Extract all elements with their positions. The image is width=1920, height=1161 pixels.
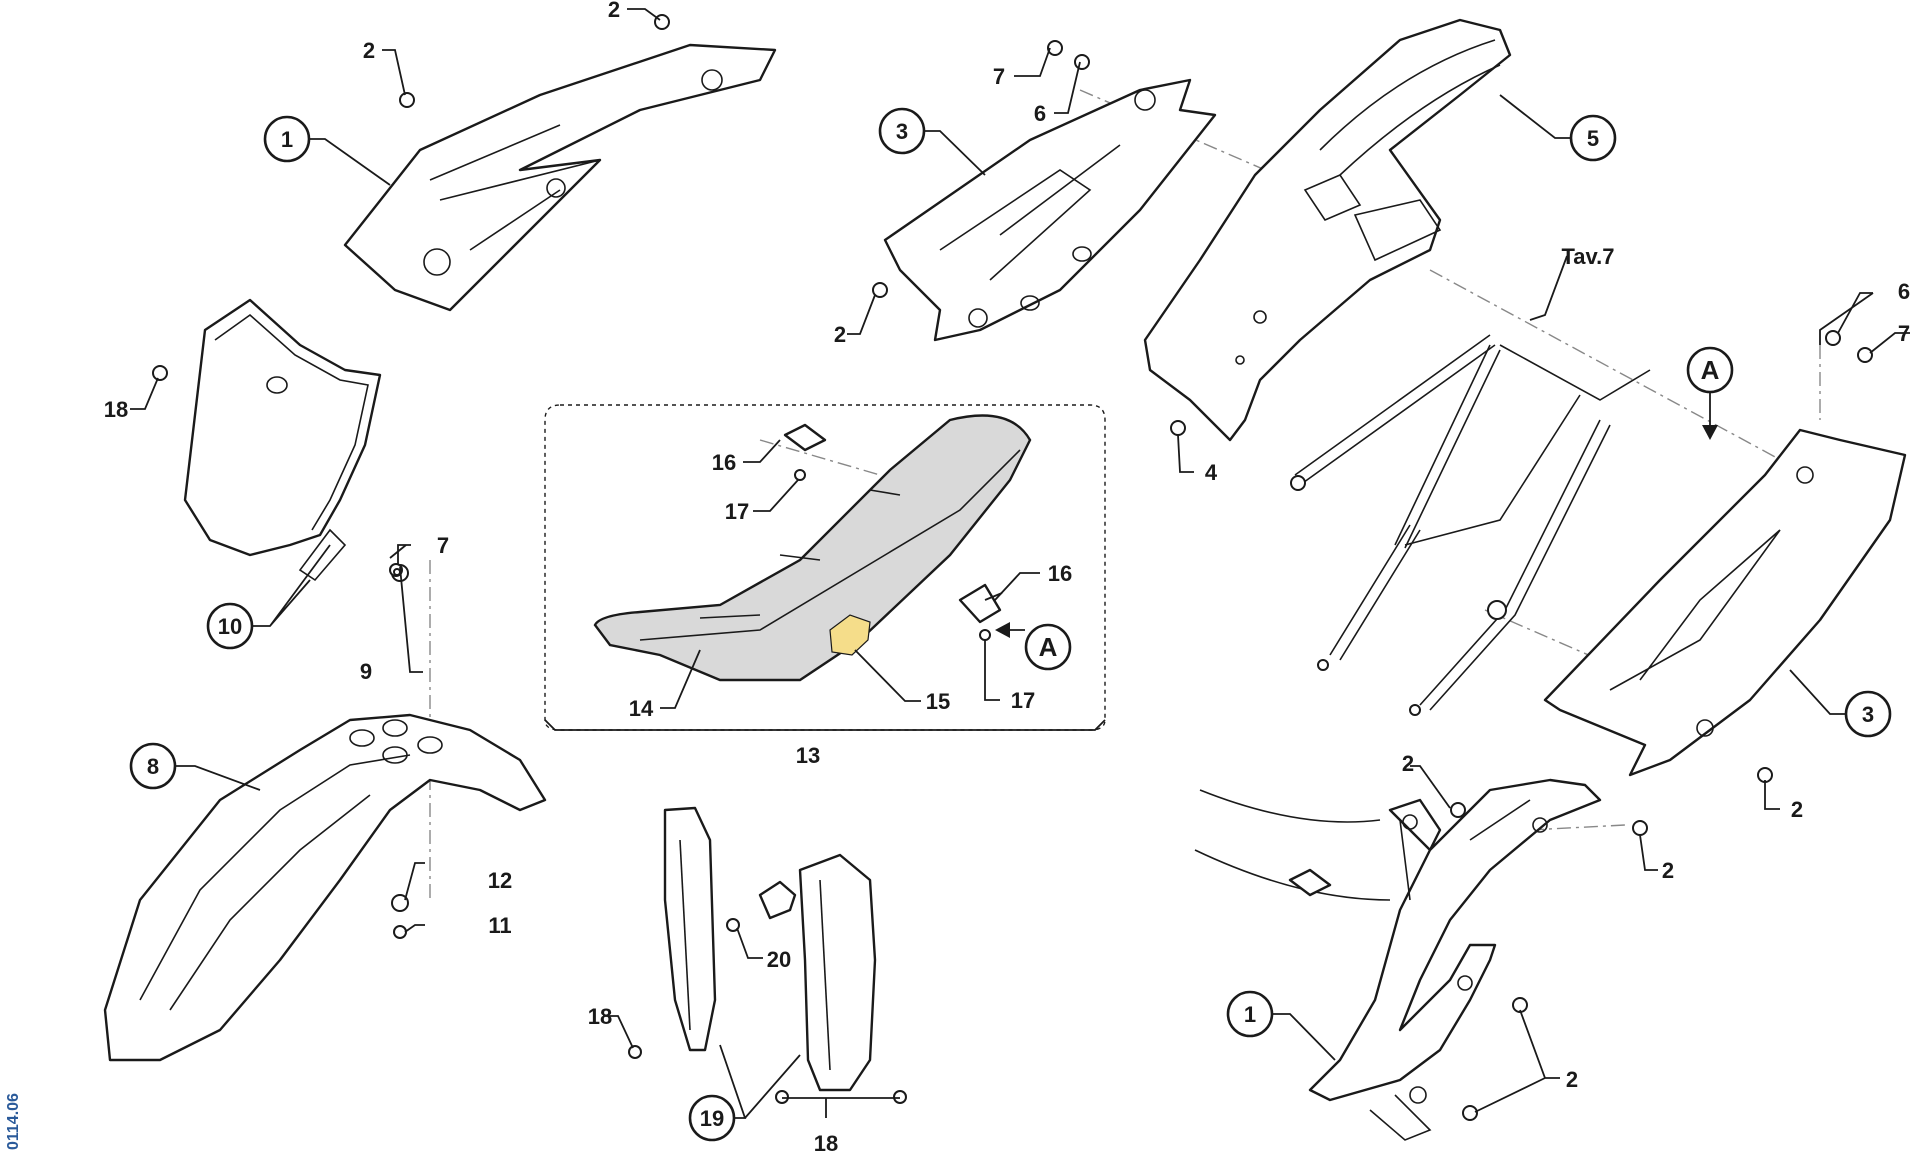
side-panel-upper-left xyxy=(343,43,777,312)
callout-1-upper: 1 xyxy=(263,115,311,163)
side-number-panel-right xyxy=(1543,428,1907,777)
callout-8: 8 xyxy=(129,742,177,790)
callout-3-upper: 3 xyxy=(878,107,926,155)
svg-text:3: 3 xyxy=(896,119,908,144)
callout-5: 5 xyxy=(1569,114,1617,162)
drawing-code: 0114.06 xyxy=(5,1093,22,1150)
svg-text:1: 1 xyxy=(281,127,293,152)
svg-text:A: A xyxy=(1039,632,1058,662)
rear-subframe xyxy=(1290,334,1651,716)
label-tav7: Tav.7 xyxy=(1562,244,1615,269)
svg-text:5: 5 xyxy=(1587,126,1599,151)
svg-text:8: 8 xyxy=(147,754,159,779)
leader-lines xyxy=(130,8,1910,1119)
label-18: 18 xyxy=(814,1131,838,1156)
svg-text:A: A xyxy=(1701,355,1720,385)
label-6: 6 xyxy=(1898,279,1910,304)
svg-text:1: 1 xyxy=(1244,1002,1256,1027)
callout-a-subframe: A xyxy=(1686,346,1734,394)
label-17: 17 xyxy=(1011,688,1035,713)
label-9: 9 xyxy=(360,659,372,684)
label-2: 2 xyxy=(1402,751,1414,776)
label-14: 14 xyxy=(629,696,654,721)
seat-plate xyxy=(829,614,871,656)
front-fender xyxy=(103,713,547,1062)
label-18: 18 xyxy=(104,397,128,422)
label-2: 2 xyxy=(1791,797,1803,822)
side-panel-lower-right xyxy=(1194,778,1602,1141)
front-number-plate xyxy=(183,298,382,582)
rear-fender xyxy=(1143,18,1512,442)
label-2: 2 xyxy=(1662,858,1674,883)
part-labels: 2 2 7 6 2 Tav.7 6 7 18 4 16 17 16 7 9 14… xyxy=(104,0,1910,1156)
callout-10: 10 xyxy=(206,602,254,650)
callout-3-right: 3 xyxy=(1844,690,1892,738)
fork-guards xyxy=(663,806,877,1092)
label-11: 11 xyxy=(488,913,511,938)
label-15: 15 xyxy=(926,689,950,714)
seat xyxy=(593,414,1032,682)
callout-circles: 1 3 5 10 8 19 3 1 xyxy=(129,107,1892,1142)
label-18: 18 xyxy=(588,1004,612,1029)
label-20: 20 xyxy=(767,947,791,972)
label-7: 7 xyxy=(1898,321,1910,346)
label-6: 6 xyxy=(1034,101,1046,126)
callout-1-lower: 1 xyxy=(1226,990,1274,1038)
label-2: 2 xyxy=(1566,1067,1578,1092)
label-4: 4 xyxy=(1205,460,1218,485)
label-2: 2 xyxy=(608,0,620,22)
label-2: 2 xyxy=(834,322,846,347)
svg-text:3: 3 xyxy=(1862,702,1874,727)
label-16: 16 xyxy=(1048,561,1072,586)
label-7: 7 xyxy=(993,64,1005,89)
label-13: 13 xyxy=(796,743,820,768)
label-17: 17 xyxy=(725,499,749,524)
svg-text:19: 19 xyxy=(700,1106,724,1131)
callout-19: 19 xyxy=(688,1094,736,1142)
label-2: 2 xyxy=(363,38,375,63)
label-12: 12 xyxy=(488,868,512,893)
svg-text:10: 10 xyxy=(218,614,242,639)
label-7: 7 xyxy=(437,533,449,558)
view-arrow-a xyxy=(995,392,1718,638)
label-16: 16 xyxy=(712,450,736,475)
side-number-panel-upper xyxy=(883,78,1217,342)
callout-a-seat: A xyxy=(1024,623,1072,671)
seat-assembly-box xyxy=(544,404,1106,731)
